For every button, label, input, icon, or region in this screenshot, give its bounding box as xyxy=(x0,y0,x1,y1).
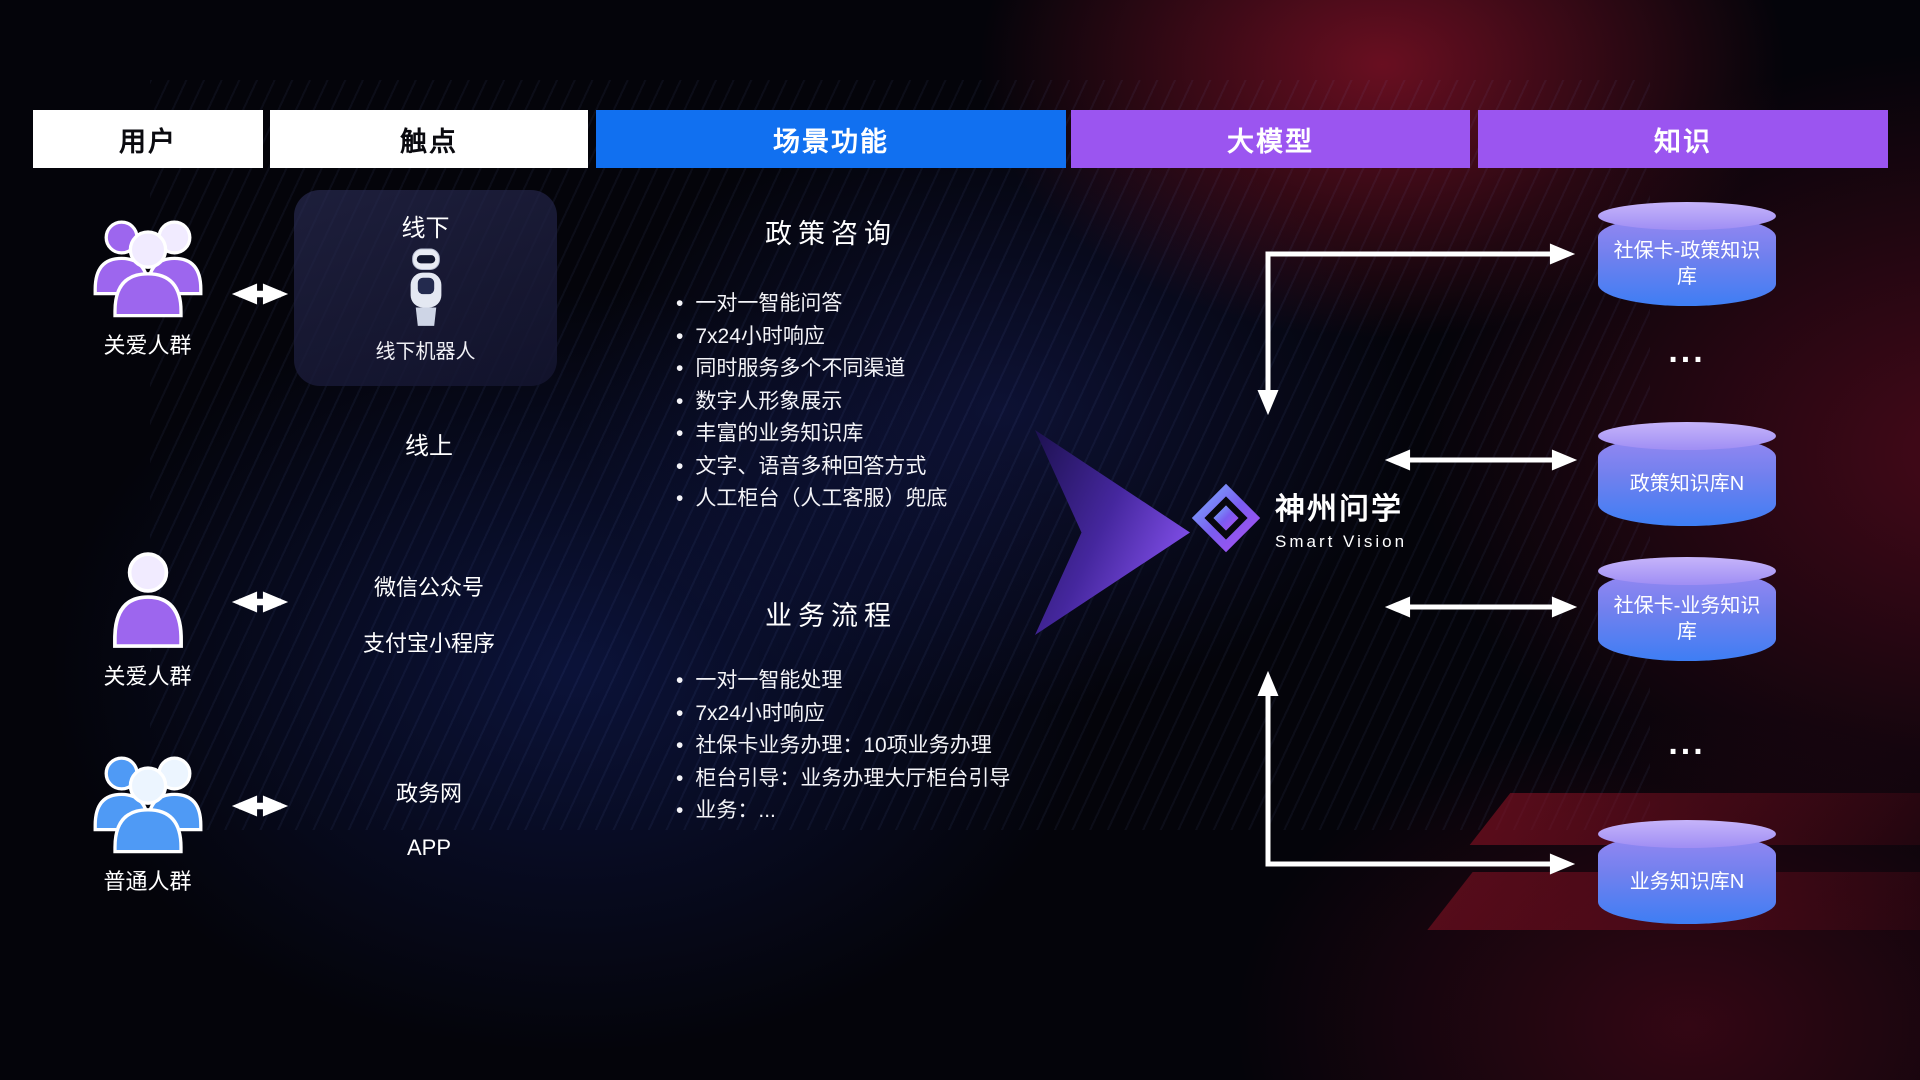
online-title: 线上 xyxy=(405,433,453,460)
cylinder-body xyxy=(1598,833,1776,924)
policy-feature-item: 文字、语音多种回答方式 xyxy=(676,451,947,484)
user-group-general: 普通人群 xyxy=(40,746,255,896)
user-single-caring: 关爱人群 xyxy=(40,548,255,691)
business-feature-list: 一对一智能处理 7x24小时响应 社保卡业务办理：10项业务办理 柜台引导：业务… xyxy=(676,665,1010,828)
caring-group-icon xyxy=(93,220,202,318)
business-feature-item: 社保卡业务办理：10项业务办理 xyxy=(676,730,1010,763)
caring-single-icon xyxy=(112,552,183,648)
brand-subtitle: Smart Vision xyxy=(1275,532,1408,551)
kb-ellipsis: ... xyxy=(1668,724,1706,762)
policy-feature-list: 一对一智能问答 7x24小时响应 同时服务多个不同渠道 数字人形象展示 丰富的业… xyxy=(676,288,947,516)
kb-cylinder-business-n: 业务知识库N xyxy=(1598,820,1776,924)
cylinder-top xyxy=(1598,557,1776,585)
cylinder-top xyxy=(1598,820,1776,848)
user-group-label: 关爱人群 xyxy=(103,333,192,358)
business-process-title: 业务流程 xyxy=(765,601,897,631)
brand-text: 神州问学 Smart Vision xyxy=(1275,484,1407,552)
policy-feature-item: 丰富的业务知识库 xyxy=(676,418,947,451)
business-feature-item: 一对一智能处理 xyxy=(676,665,1010,698)
cylinder-body xyxy=(1598,570,1776,661)
kb-label: 业务知识库N xyxy=(1629,871,1745,893)
policy-feature-item: 一对一智能问答 xyxy=(676,288,947,321)
brand-name: 神州问学 xyxy=(1275,493,1403,526)
kb-label: 社保卡-业务知识库 xyxy=(1613,595,1761,643)
cylinder-body xyxy=(1598,435,1776,526)
policy-consultation-title: 政策咨询 xyxy=(765,219,897,249)
general-group-icon xyxy=(93,756,202,854)
user-group-label: 普通人群 xyxy=(103,869,192,894)
column-header-knowledge: 知识 xyxy=(1478,110,1888,168)
column-header-users: 用户 xyxy=(33,110,263,168)
arrow-model-to-kb1 xyxy=(1257,243,1576,416)
column-header-scenario-functions: 场景功能 xyxy=(596,110,1066,168)
smart-vision-logo-icon xyxy=(1191,483,1261,553)
policy-feature-item: 7x24小时响应 xyxy=(676,321,947,354)
user-single-label: 关爱人群 xyxy=(103,664,192,689)
policy-feature-item: 人工柜台（人工客服）兜底 xyxy=(676,483,947,516)
column-header-large-model: 大模型 xyxy=(1071,110,1470,168)
kb-cylinder-policy-n: 政策知识库N xyxy=(1598,422,1776,526)
brand-logo-block: 神州问学 Smart Vision xyxy=(1190,482,1407,554)
cylinder-body xyxy=(1598,215,1776,306)
business-feature-item: 7x24小时响应 xyxy=(676,698,1010,731)
channel-wechat: 微信公众号 xyxy=(373,575,484,600)
channel-alipay: 支付宝小程序 xyxy=(362,631,495,656)
channel-app: APP xyxy=(406,835,452,860)
flow-arrow-right xyxy=(1035,430,1190,635)
business-feature-item: 柜台引导：业务办理大厅柜台引导 xyxy=(676,763,1010,796)
kb-ellipsis: ... xyxy=(1668,332,1706,370)
column-header-touchpoints: 触点 xyxy=(270,110,588,168)
business-feature-item: 业务：... xyxy=(676,795,1010,828)
kb-label: 政策知识库N xyxy=(1629,473,1745,495)
kb-cylinder-socialcard-policy: 社保卡-政策知识库 xyxy=(1598,202,1776,306)
user-group-caring: 关爱人群 xyxy=(40,210,255,360)
offline-title: 线下 xyxy=(401,215,450,242)
policy-feature-item: 同时服务多个不同渠道 xyxy=(676,353,947,386)
kb-label: 社保卡-政策知识库 xyxy=(1613,240,1761,288)
policy-feature-item: 数字人形象展示 xyxy=(676,386,947,419)
cylinder-top xyxy=(1598,202,1776,230)
kb-cylinder-socialcard-business: 社保卡-业务知识库 xyxy=(1598,557,1776,661)
offline-touchpoint-card: 线下 线下机器人 xyxy=(294,190,557,386)
offline-robot-icon xyxy=(410,248,441,326)
channel-government-web: 政务网 xyxy=(395,781,462,806)
cylinder-top xyxy=(1598,422,1776,450)
offline-robot-label: 线下机器人 xyxy=(375,341,476,363)
